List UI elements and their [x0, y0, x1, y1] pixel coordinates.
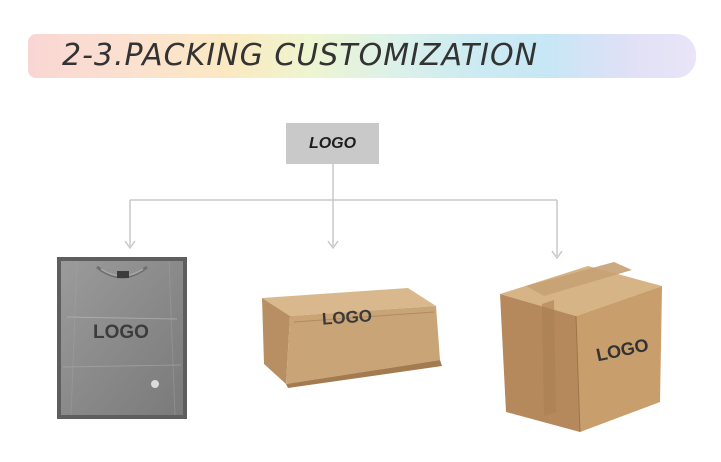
polybag-tshirt-item: LOGO [57, 257, 187, 419]
arrow-center-icon [327, 240, 339, 250]
shipping-carton-item: LOGO [496, 262, 666, 434]
shipping-carton-image [500, 262, 662, 433]
banner-title: 2-3.PACKING CUSTOMIZATION [62, 38, 539, 73]
mailer-box-logo-text: LOGO [321, 306, 373, 329]
arrow-right-icon [551, 250, 563, 260]
title-banner [28, 34, 696, 78]
logo-source-box: LOGO [286, 123, 379, 164]
arrow-left-icon [124, 240, 136, 250]
polybag-tshirt-image [57, 257, 187, 419]
mailer-box-image [262, 288, 442, 388]
polybag-logo-text: LOGO [93, 322, 149, 343]
mailer-box-item: LOGO [258, 284, 444, 388]
